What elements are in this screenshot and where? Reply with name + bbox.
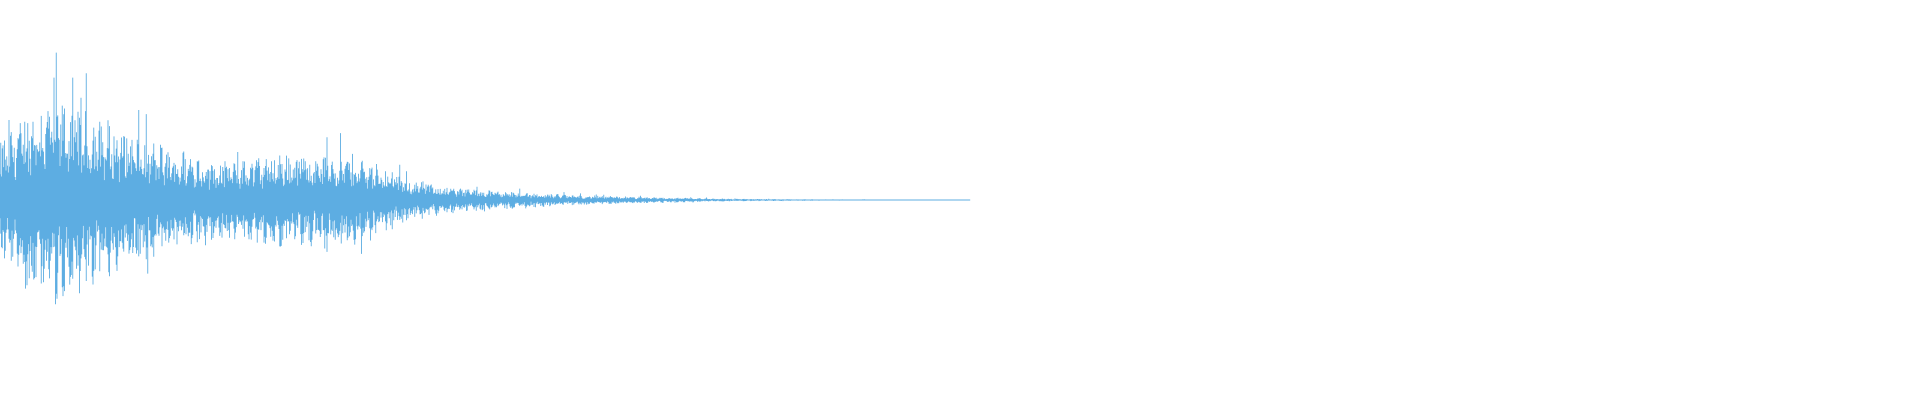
waveform-tail-sample	[941, 199, 943, 201]
waveform-samples	[0, 52, 971, 305]
waveform-tail-sample	[874, 199, 876, 201]
waveform-tail-sample	[912, 199, 915, 201]
waveform-tail-sample	[957, 199, 960, 201]
waveform-tail-sample	[861, 199, 863, 201]
waveform-tail-sample	[850, 199, 852, 201]
waveform-tail-sample	[929, 199, 932, 201]
waveform-tail-sample	[902, 199, 905, 201]
waveform-tail-sample	[889, 199, 891, 201]
